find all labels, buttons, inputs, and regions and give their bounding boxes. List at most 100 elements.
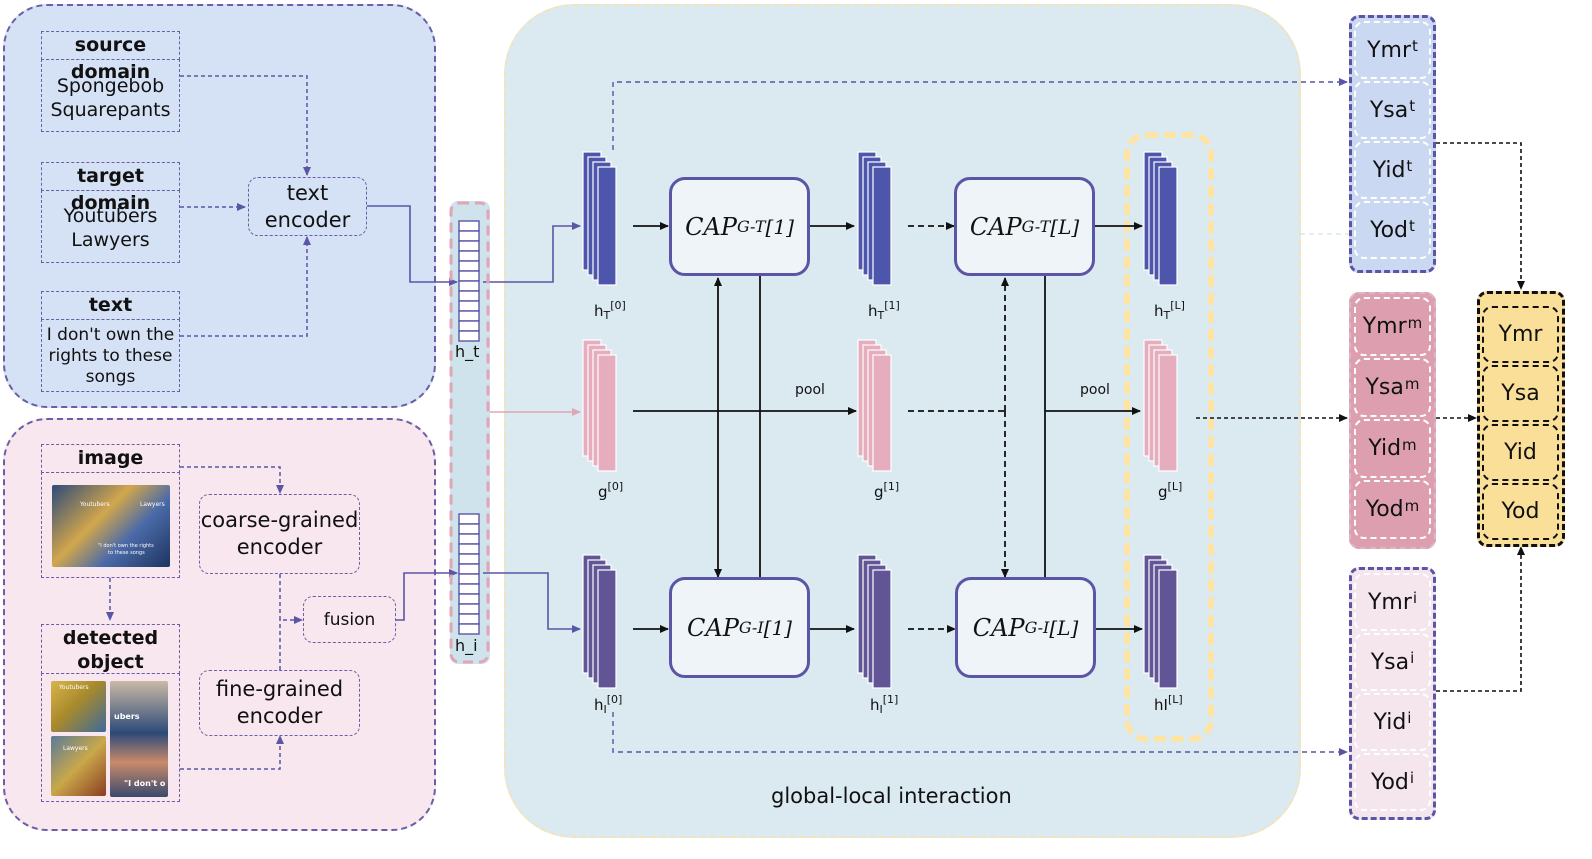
vector-cell bbox=[458, 270, 480, 282]
coarse-encoder-line: encoder bbox=[236, 535, 323, 559]
final-output-2: Ysa bbox=[1482, 365, 1559, 422]
output-base: Yod bbox=[1370, 217, 1409, 243]
coarse-grained-encoder: coarse-grained encoder bbox=[199, 494, 360, 574]
stack-hT1 bbox=[857, 151, 892, 286]
feature-map-layer bbox=[597, 354, 617, 472]
feature-map-layer bbox=[1158, 354, 1178, 472]
output-sup: i bbox=[1407, 709, 1412, 727]
target-domain-header: target domain bbox=[41, 162, 180, 214]
output-sup: t bbox=[1409, 97, 1416, 115]
source-domain-line: Spongebob bbox=[56, 75, 165, 97]
output-base: Ysa bbox=[1369, 97, 1409, 123]
label-hI0: hI[0] bbox=[594, 693, 623, 716]
vector-cell bbox=[458, 573, 480, 585]
vector-cell bbox=[458, 523, 480, 535]
vectors bbox=[449, 201, 490, 664]
vector-cell bbox=[458, 260, 480, 272]
detected-header-line: object bbox=[77, 651, 144, 673]
label-hTL: hT[L] bbox=[1154, 299, 1185, 322]
stack-g1 bbox=[857, 339, 892, 472]
feature-map-layer bbox=[597, 569, 617, 689]
output-base: Ymr bbox=[1498, 322, 1543, 347]
feature-map-layer bbox=[872, 166, 892, 286]
label-hT0: hT[0] bbox=[594, 299, 626, 322]
output-base: Yod bbox=[1370, 769, 1409, 795]
vector-cell bbox=[458, 230, 480, 242]
output-sup: t bbox=[1406, 157, 1413, 175]
stack-hT0 bbox=[582, 151, 617, 286]
vector-cell bbox=[458, 533, 480, 545]
target-domain-line: Youtubers bbox=[63, 205, 158, 227]
meme-caption-bottom-2: to these songs bbox=[108, 550, 145, 556]
meme-caption-bottom: "I don't own the rights bbox=[98, 543, 154, 549]
image-vector bbox=[458, 513, 480, 635]
detected-header-line: detected bbox=[62, 627, 159, 649]
label-hIL: hI[L] bbox=[1154, 693, 1183, 714]
stack-hI0 bbox=[582, 554, 617, 689]
skip-connections bbox=[612, 78, 1348, 756]
fine-encoder-line: encoder bbox=[236, 704, 323, 728]
vector-cell bbox=[458, 563, 480, 575]
feature-map-layer bbox=[872, 354, 892, 472]
output-sup: m bbox=[1404, 374, 1420, 393]
image-header: image bbox=[41, 444, 180, 473]
vector-cell bbox=[458, 583, 480, 595]
target-domain-value: Youtubers Lawyers bbox=[41, 190, 180, 263]
output-base: Yid bbox=[1373, 709, 1407, 735]
text-encoder: text encoder bbox=[248, 177, 367, 236]
vector-cell bbox=[458, 250, 480, 262]
text-value: I don't own the rights to these songs bbox=[41, 319, 180, 392]
vector-cell bbox=[458, 513, 480, 525]
pool-label-2: pool bbox=[1080, 382, 1110, 398]
output-base: Yod bbox=[1501, 499, 1540, 524]
final-output-1: Ymr bbox=[1482, 306, 1559, 363]
output-base: Ymr bbox=[1362, 314, 1407, 339]
vector-cell bbox=[458, 240, 480, 252]
text-line: songs bbox=[85, 367, 136, 387]
stack-hI1 bbox=[857, 554, 892, 689]
feature-map-layer bbox=[1158, 166, 1178, 286]
crop-caption-a: Youtubers bbox=[59, 684, 89, 691]
target-domain-line: Lawyers bbox=[71, 229, 150, 251]
fusion-block: fusion bbox=[303, 596, 396, 643]
stack-g0 bbox=[582, 339, 617, 472]
vector-cell bbox=[458, 553, 480, 565]
output-base: Yid bbox=[1372, 157, 1406, 183]
fine-grained-encoder: fine-grained encoder bbox=[199, 670, 360, 736]
text-line: rights to these bbox=[48, 346, 173, 366]
vector-cell bbox=[458, 330, 480, 342]
crop-caption-b: ubers bbox=[114, 712, 140, 721]
text-panel-arrows bbox=[106, 75, 311, 770]
output-sup: t bbox=[1409, 217, 1415, 235]
source-domain-value: Spongebob Squarepants bbox=[41, 59, 180, 132]
crop-caption-c: Lawyers bbox=[63, 745, 88, 752]
output-base: Ymr bbox=[1367, 37, 1412, 63]
text-encoder-line: encoder bbox=[264, 207, 351, 232]
image-frame bbox=[41, 472, 180, 578]
output-sup: m bbox=[1404, 496, 1420, 515]
stack-gL bbox=[1143, 339, 1178, 472]
vector-cell bbox=[458, 543, 480, 555]
final-layer-highlight bbox=[1124, 132, 1214, 742]
output-sup: t bbox=[1412, 37, 1418, 55]
vector-cell bbox=[458, 310, 480, 322]
text-header: text bbox=[41, 291, 180, 320]
output-sup: i bbox=[1412, 589, 1418, 607]
text-input-region bbox=[3, 4, 436, 408]
meme-caption-top: Youtubers bbox=[80, 501, 110, 508]
vector-cell bbox=[458, 623, 480, 635]
label-g1: g[1] bbox=[874, 480, 900, 501]
